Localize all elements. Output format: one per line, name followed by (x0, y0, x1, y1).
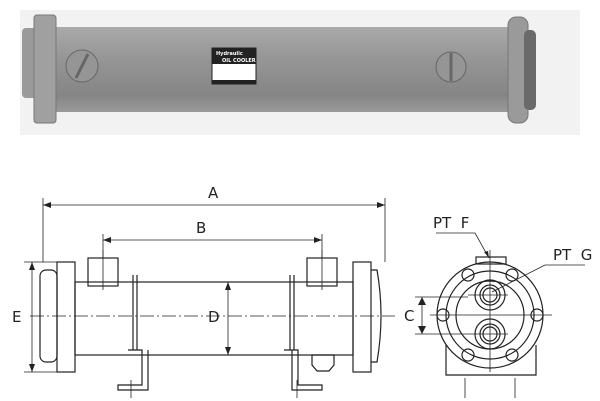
dimension-b-label: B (196, 219, 206, 237)
bolt-holes (436, 268, 544, 362)
dimension-e-label: E (12, 308, 21, 326)
side-left-flange (56, 261, 76, 373)
nameplate: Hydraulic OIL COOLER (211, 47, 257, 85)
side-view-drawing: A B E D (12, 184, 395, 398)
product-photo: Hydraulic OIL COOLER (20, 10, 580, 135)
dimension-a-label: A (208, 184, 219, 202)
dimension-d-label: D (208, 308, 220, 326)
port-g-label: PT G (553, 246, 592, 264)
dimension-c-label: C (404, 307, 414, 325)
brand-text: Hydraulic (216, 51, 243, 57)
nameplate-text: OIL COOLER (222, 58, 256, 64)
side-right-flange (352, 261, 372, 373)
end-view-drawing: C PT F PT G (404, 214, 592, 398)
port-f-label: PT F (433, 214, 469, 232)
left-flange (33, 14, 57, 124)
